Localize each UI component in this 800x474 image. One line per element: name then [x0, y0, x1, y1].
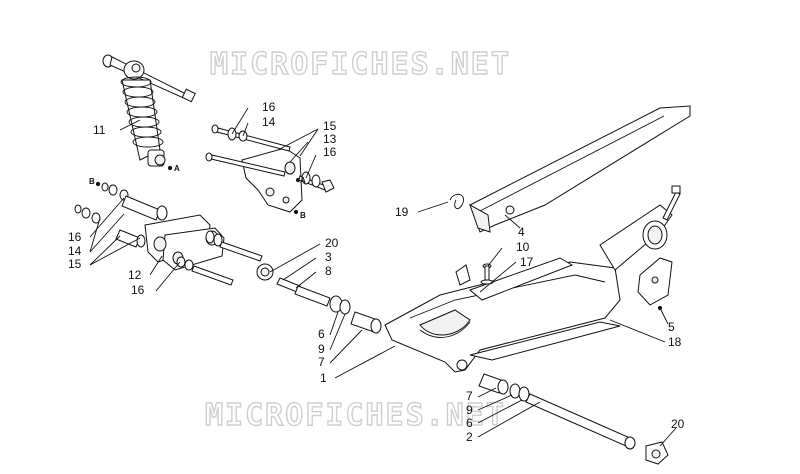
reference-markers: A A B B	[89, 164, 306, 220]
callout-17: 17	[520, 255, 534, 269]
callout-4: 4	[518, 225, 525, 239]
marker-b-bracket: B	[300, 211, 306, 220]
callout-10: 10	[516, 240, 530, 254]
shock-absorber	[102, 54, 196, 171]
callout-6-upper: 6	[318, 327, 325, 341]
bolt-10	[480, 263, 494, 285]
callout-20-upper: 20	[325, 236, 339, 250]
callout-16-lower: 16	[131, 283, 145, 297]
callout-1: 1	[320, 371, 327, 385]
callout-16-bracket: 16	[323, 145, 337, 159]
callout-5: 5	[668, 320, 675, 334]
callout-8: 8	[325, 264, 332, 278]
callout-14-left: 14	[68, 244, 82, 258]
pivot-stack-lower	[478, 373, 669, 465]
marker-a-shock: A	[174, 164, 180, 173]
callout-3: 3	[325, 250, 332, 264]
callout-15-left: 15	[68, 257, 82, 271]
callout-11: 11	[93, 123, 106, 137]
swingarm	[384, 185, 681, 373]
callout-15-upper: 15	[323, 119, 337, 133]
callout-7-lower: 7	[466, 389, 473, 403]
callout-9-upper: 9	[318, 342, 325, 356]
callout-20-lower: 20	[671, 417, 685, 431]
marker-a-bracket: A	[300, 176, 306, 185]
callout-6-lower: 6	[466, 416, 473, 430]
callout-16-upper: 16	[262, 100, 276, 114]
callout-2: 2	[466, 430, 473, 444]
callout-16-left: 16	[68, 230, 82, 244]
callout-9-lower: 9	[466, 403, 473, 417]
callout-19: 19	[395, 205, 409, 219]
pivot-stack-upper	[256, 263, 382, 334]
callout-7-upper: 7	[318, 355, 325, 369]
callout-12: 12	[128, 268, 142, 282]
callout-18: 18	[668, 335, 682, 349]
leader-lines	[89, 107, 677, 447]
marker-b-left: B	[89, 177, 95, 186]
watermark-top: MICROFICHES.NET	[210, 47, 511, 82]
watermark-bottom: MICROFICHES.NET	[205, 398, 506, 433]
upper-mount-bracket	[205, 124, 335, 215]
callout-labels: 11 16 14 15 13 16 16 14 15 12 16 20 3 8 …	[68, 100, 685, 444]
linkage-assembly	[74, 181, 263, 286]
callout-14-upper: 14	[262, 115, 276, 129]
chain-guard	[449, 105, 691, 233]
callout-13: 13	[323, 132, 337, 146]
